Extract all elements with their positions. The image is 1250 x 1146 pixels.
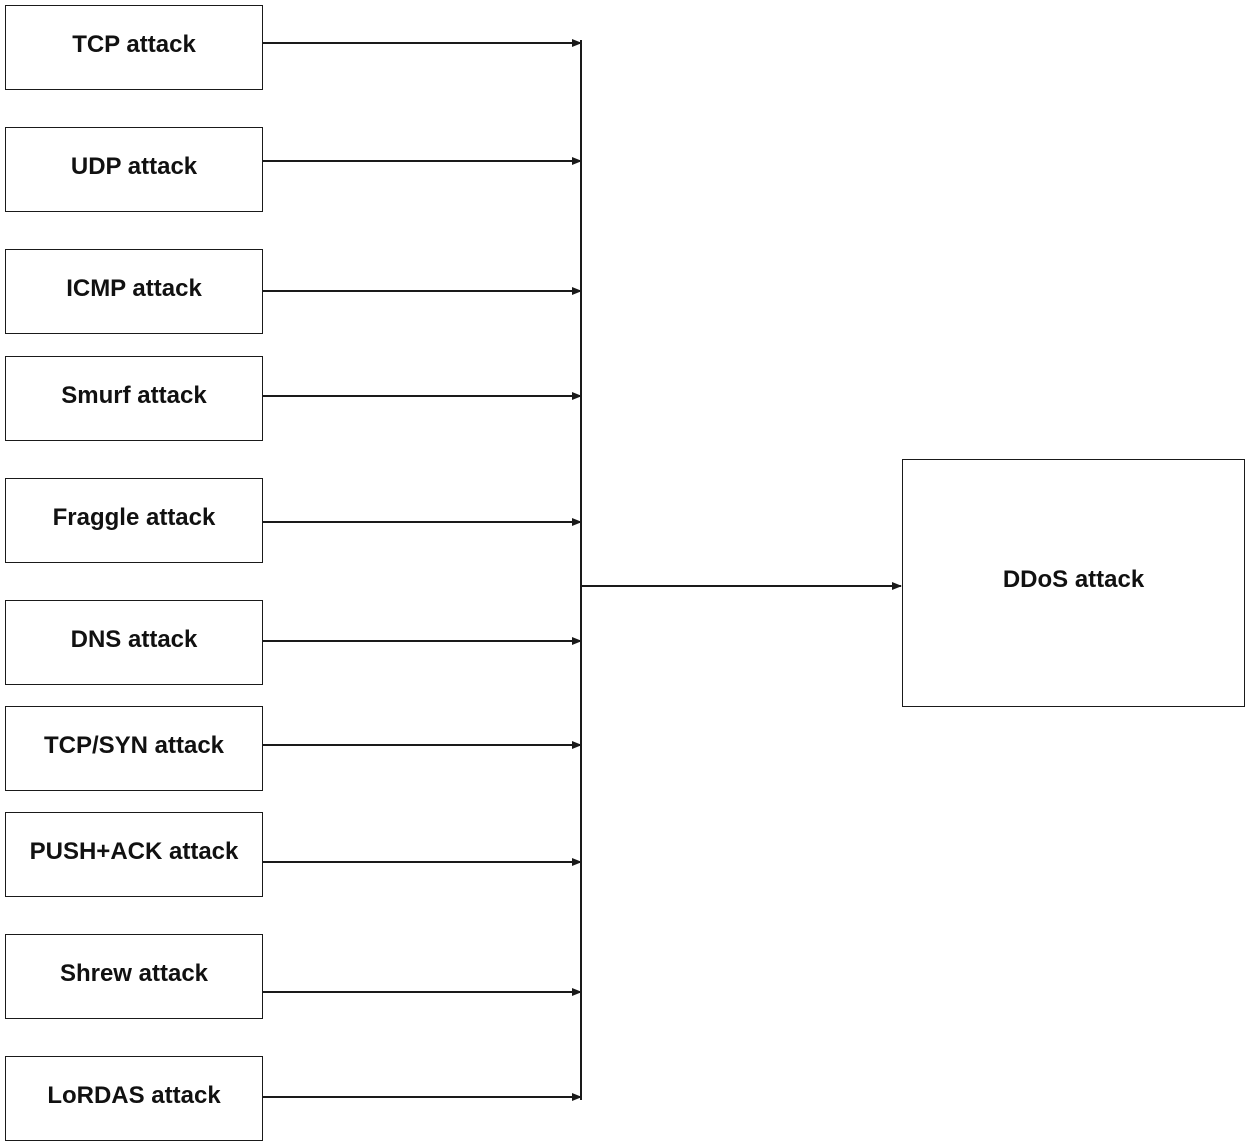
node-label: Fraggle attack: [52, 503, 216, 531]
node-lordas-attack: LoRDAS attack: [5, 1056, 263, 1141]
node-label: DDoS attack: [1002, 566, 1145, 593]
node-label: UDP attack: [70, 152, 198, 180]
node-label: Shrew attack: [59, 959, 209, 987]
node-label: LoRDAS attack: [47, 1081, 221, 1109]
node-label: DNS attack: [70, 625, 198, 653]
node-label: TCP/SYN attack: [43, 731, 225, 759]
node-tcp-syn-attack: TCP/SYN attack: [5, 706, 263, 791]
node-push-ack-attack: PUSH+ACK attack: [5, 812, 263, 897]
node-label: PUSH+ACK attack: [29, 837, 239, 865]
node-shrew-attack: Shrew attack: [5, 934, 263, 1019]
node-fraggle-attack: Fraggle attack: [5, 478, 263, 563]
node-dns-attack: DNS attack: [5, 600, 263, 685]
node-icmp-attack: ICMP attack: [5, 249, 263, 334]
node-label: Smurf attack: [61, 381, 207, 409]
node-tcp-attack: TCP attack: [5, 5, 263, 90]
node-label: ICMP attack: [66, 274, 202, 302]
node-udp-attack: UDP attack: [5, 127, 263, 212]
node-label: TCP attack: [72, 30, 196, 58]
node-smurf-attack: Smurf attack: [5, 356, 263, 441]
node-ddos-attack: DDoS attack: [902, 459, 1245, 707]
